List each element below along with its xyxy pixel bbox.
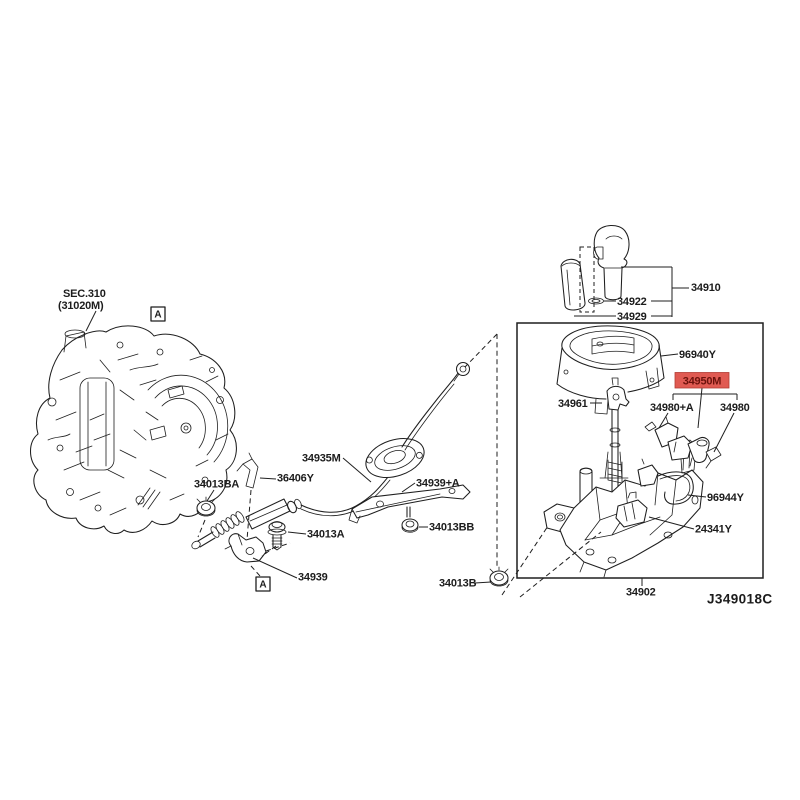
bracket-34939a-drawing	[348, 484, 471, 533]
part-label-34902: 34902	[626, 587, 656, 599]
view-marker-a2: A	[259, 580, 266, 591]
highlight-box-34950m	[674, 372, 730, 389]
part-label-34939: 34939	[298, 572, 328, 584]
labels: SEC.310 (31020M) A 34910 34922 34929 969…	[58, 282, 773, 607]
construction-lines	[197, 333, 602, 598]
part-label-96940y: 96940Y	[679, 349, 717, 361]
part-label-34980: 34980	[720, 402, 750, 414]
harness-drawing	[637, 458, 694, 505]
part-label-34929: 34929	[617, 311, 647, 323]
connector-drawing	[615, 491, 648, 528]
part-label-34013ba: 34013BA	[194, 479, 239, 491]
control-cable-drawing	[191, 361, 471, 550]
part-label-34013a: 34013A	[307, 529, 345, 541]
part-label-34013b: 34013B	[439, 578, 477, 590]
transaxle-drawing	[29, 325, 237, 535]
shift-lever-drawing	[607, 409, 623, 506]
section-ref-line1: SEC.310	[63, 288, 106, 300]
view-marker-a1: A	[154, 310, 161, 321]
interlock-unit-drawing	[644, 416, 722, 469]
view-marker-a1-box	[150, 306, 166, 322]
bracket-34939-drawing	[224, 533, 267, 563]
view-marker-a2-box	[255, 576, 271, 592]
shift-knob-drawing	[560, 224, 630, 313]
bolt-34013a-drawing	[267, 521, 287, 551]
drawing-code: J349018C	[707, 592, 773, 607]
cable-clip-drawing	[236, 452, 259, 489]
nut-34013b-drawing	[489, 566, 509, 587]
indicator-cover-drawing	[556, 325, 665, 415]
part-label-34013bb: 34013BB	[429, 522, 474, 534]
section-ref-line2: (31020M)	[58, 300, 104, 312]
part-label-34939a: 34939+A	[416, 478, 460, 490]
part-label-96944y: 96944Y	[707, 492, 745, 504]
part-label-34950m-highlighted: 34950M	[683, 376, 722, 388]
leader-lines	[85, 310, 738, 586]
part-label-34935m: 34935M	[302, 453, 341, 465]
cable-clamp-drawing	[606, 377, 630, 411]
nut-34013ba-drawing	[196, 496, 216, 517]
part-label-36406y: 36406Y	[277, 473, 315, 485]
part-label-24341y: 24341Y	[695, 524, 733, 536]
detail-box	[516, 322, 764, 579]
part-label-34922: 34922	[617, 296, 647, 308]
part-label-34961: 34961	[558, 398, 588, 410]
part-label-34980a: 34980+A	[650, 402, 694, 414]
knob-callout-lines	[574, 266, 689, 317]
part-label-34910: 34910	[691, 282, 721, 294]
